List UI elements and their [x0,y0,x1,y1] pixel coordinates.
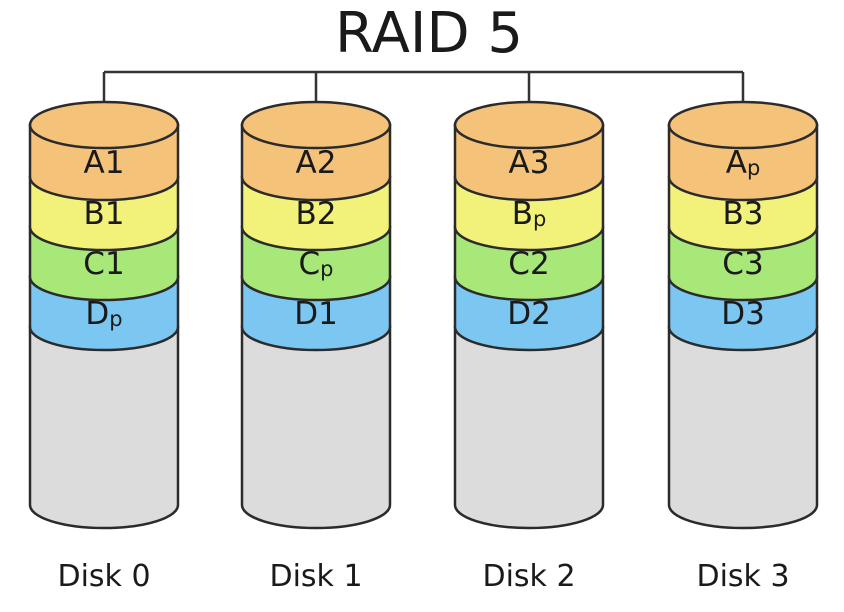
block-subscript: 3 [530,145,550,181]
block-subscript: 3 [744,246,764,282]
disk-label: Disk 3 [696,559,789,594]
block-label: Bp [512,196,547,232]
block-subscript: 1 [105,246,125,282]
block-letter: D [294,296,318,332]
block-subscript: 2 [317,196,337,232]
block-letter: D [507,296,531,332]
block-letter: C [83,246,105,282]
disk-top-cap [240,100,392,150]
block-letter: C [299,246,321,282]
disk-top-cap [28,100,180,150]
block-label: C1 [83,246,124,282]
block-label: A1 [84,145,125,181]
disk-label: Disk 0 [57,559,150,594]
block-subscript: 3 [745,296,765,332]
block-letter: A [296,145,317,181]
block-label: B2 [295,196,336,232]
disk-label: Disk 1 [269,559,362,594]
block-label: A3 [509,145,550,181]
block-letter: B [512,196,533,232]
block-letter: D [721,296,745,332]
block-label: Cp [299,246,334,282]
block-label: D2 [507,296,551,332]
block-label: B1 [83,196,124,232]
disk-empty-body [28,325,180,530]
block-subscript: 1 [318,296,338,332]
disk-top-cap [667,100,819,150]
block-letter: A [726,145,747,181]
block-label: Ap [726,145,761,181]
block-label: A2 [296,145,337,181]
block-letter: A [509,145,530,181]
disk-empty-body [453,325,605,530]
block-letter: B [295,196,316,232]
block-subscript: 1 [105,196,125,232]
connector-lines [102,70,745,127]
block-letter: B [83,196,104,232]
block-label: D1 [294,296,338,332]
block-label: D3 [721,296,765,332]
block-subscript: 2 [531,296,551,332]
block-subscript: p [533,207,546,231]
block-letter: A [84,145,105,181]
block-label: Dp [85,296,122,332]
disk-empty-body [667,325,819,530]
block-letter: C [722,246,744,282]
block-subscript: 2 [317,145,337,181]
block-label: C3 [722,246,763,282]
block-letter: C [508,246,530,282]
disk-empty-body [240,325,392,530]
block-label: B3 [722,196,763,232]
disk-top-cap [453,100,605,150]
block-letter: B [722,196,743,232]
disk-label: Disk 2 [482,559,575,594]
block-subscript: 2 [530,246,550,282]
block-subscript: p [109,307,122,331]
block-subscript: p [320,257,333,281]
block-subscript: 1 [105,145,125,181]
block-subscript: p [747,156,760,180]
block-label: C2 [508,246,549,282]
diagram-title: RAID 5 [335,1,523,66]
block-letter: D [85,296,109,332]
block-subscript: 3 [744,196,764,232]
